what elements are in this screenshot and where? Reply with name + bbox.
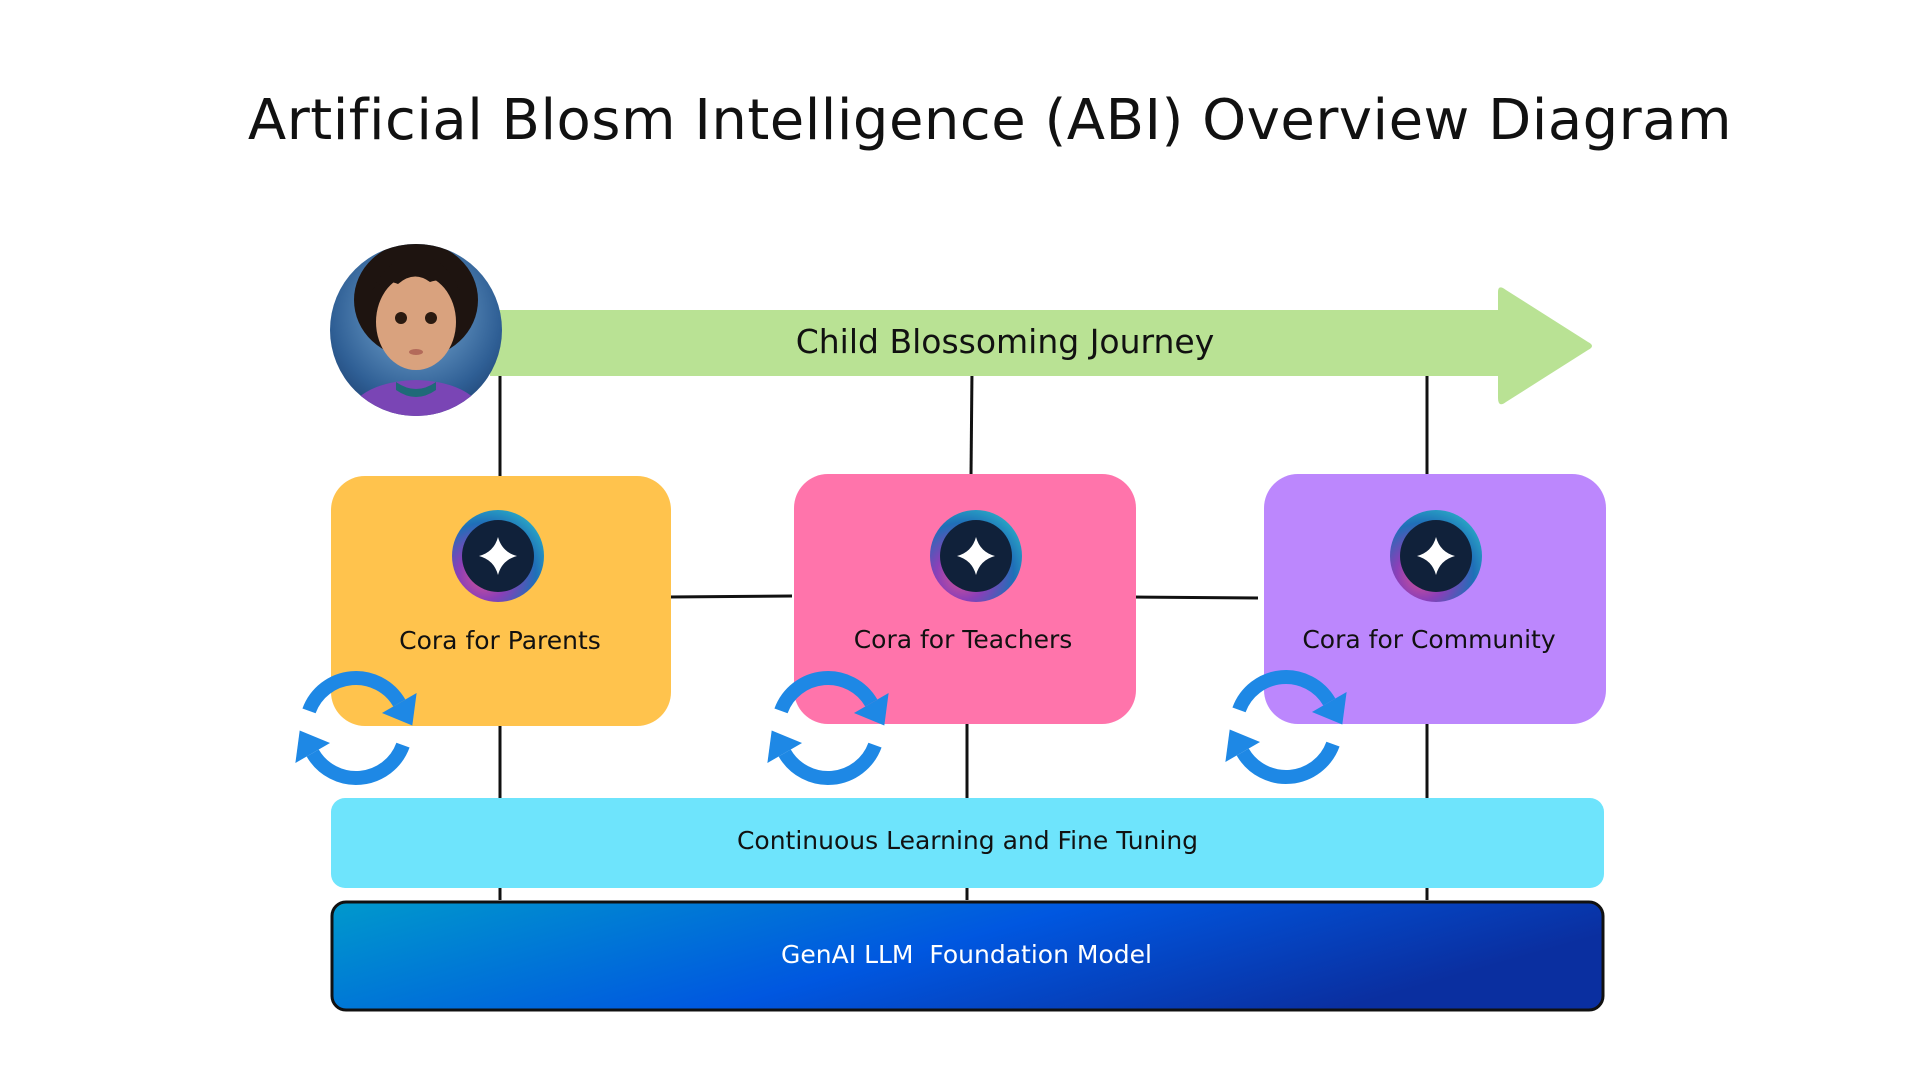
- card-label-parents: Cora for Parents: [399, 626, 601, 655]
- page-title: Artificial Blosm Intelligence (ABI) Over…: [247, 88, 1733, 153]
- refresh-cycle-icon: [1225, 670, 1347, 784]
- card-label-community: Cora for Community: [1302, 625, 1556, 654]
- journey-arrow: [490, 287, 1592, 405]
- journey-label: Child Blossoming Journey: [795, 322, 1215, 361]
- learning-layer-bar: [331, 798, 1604, 888]
- refresh-cycle-icon: [767, 671, 889, 785]
- card-label-teachers: Cora for Teachers: [853, 625, 1073, 654]
- foundation-layer-bar: [330, 900, 1605, 1012]
- child-avatar: [330, 244, 502, 416]
- sparkle-icon: [452, 510, 544, 602]
- learning-layer-label: Continuous Learning and Fine Tuning: [736, 826, 1199, 855]
- foundation-layer-label: GenAI LLM Foundation Model: [781, 940, 1152, 969]
- refresh-cycle-icon: [295, 671, 417, 785]
- sparkle-icon: [930, 510, 1022, 602]
- sparkle-icon: [1390, 510, 1482, 602]
